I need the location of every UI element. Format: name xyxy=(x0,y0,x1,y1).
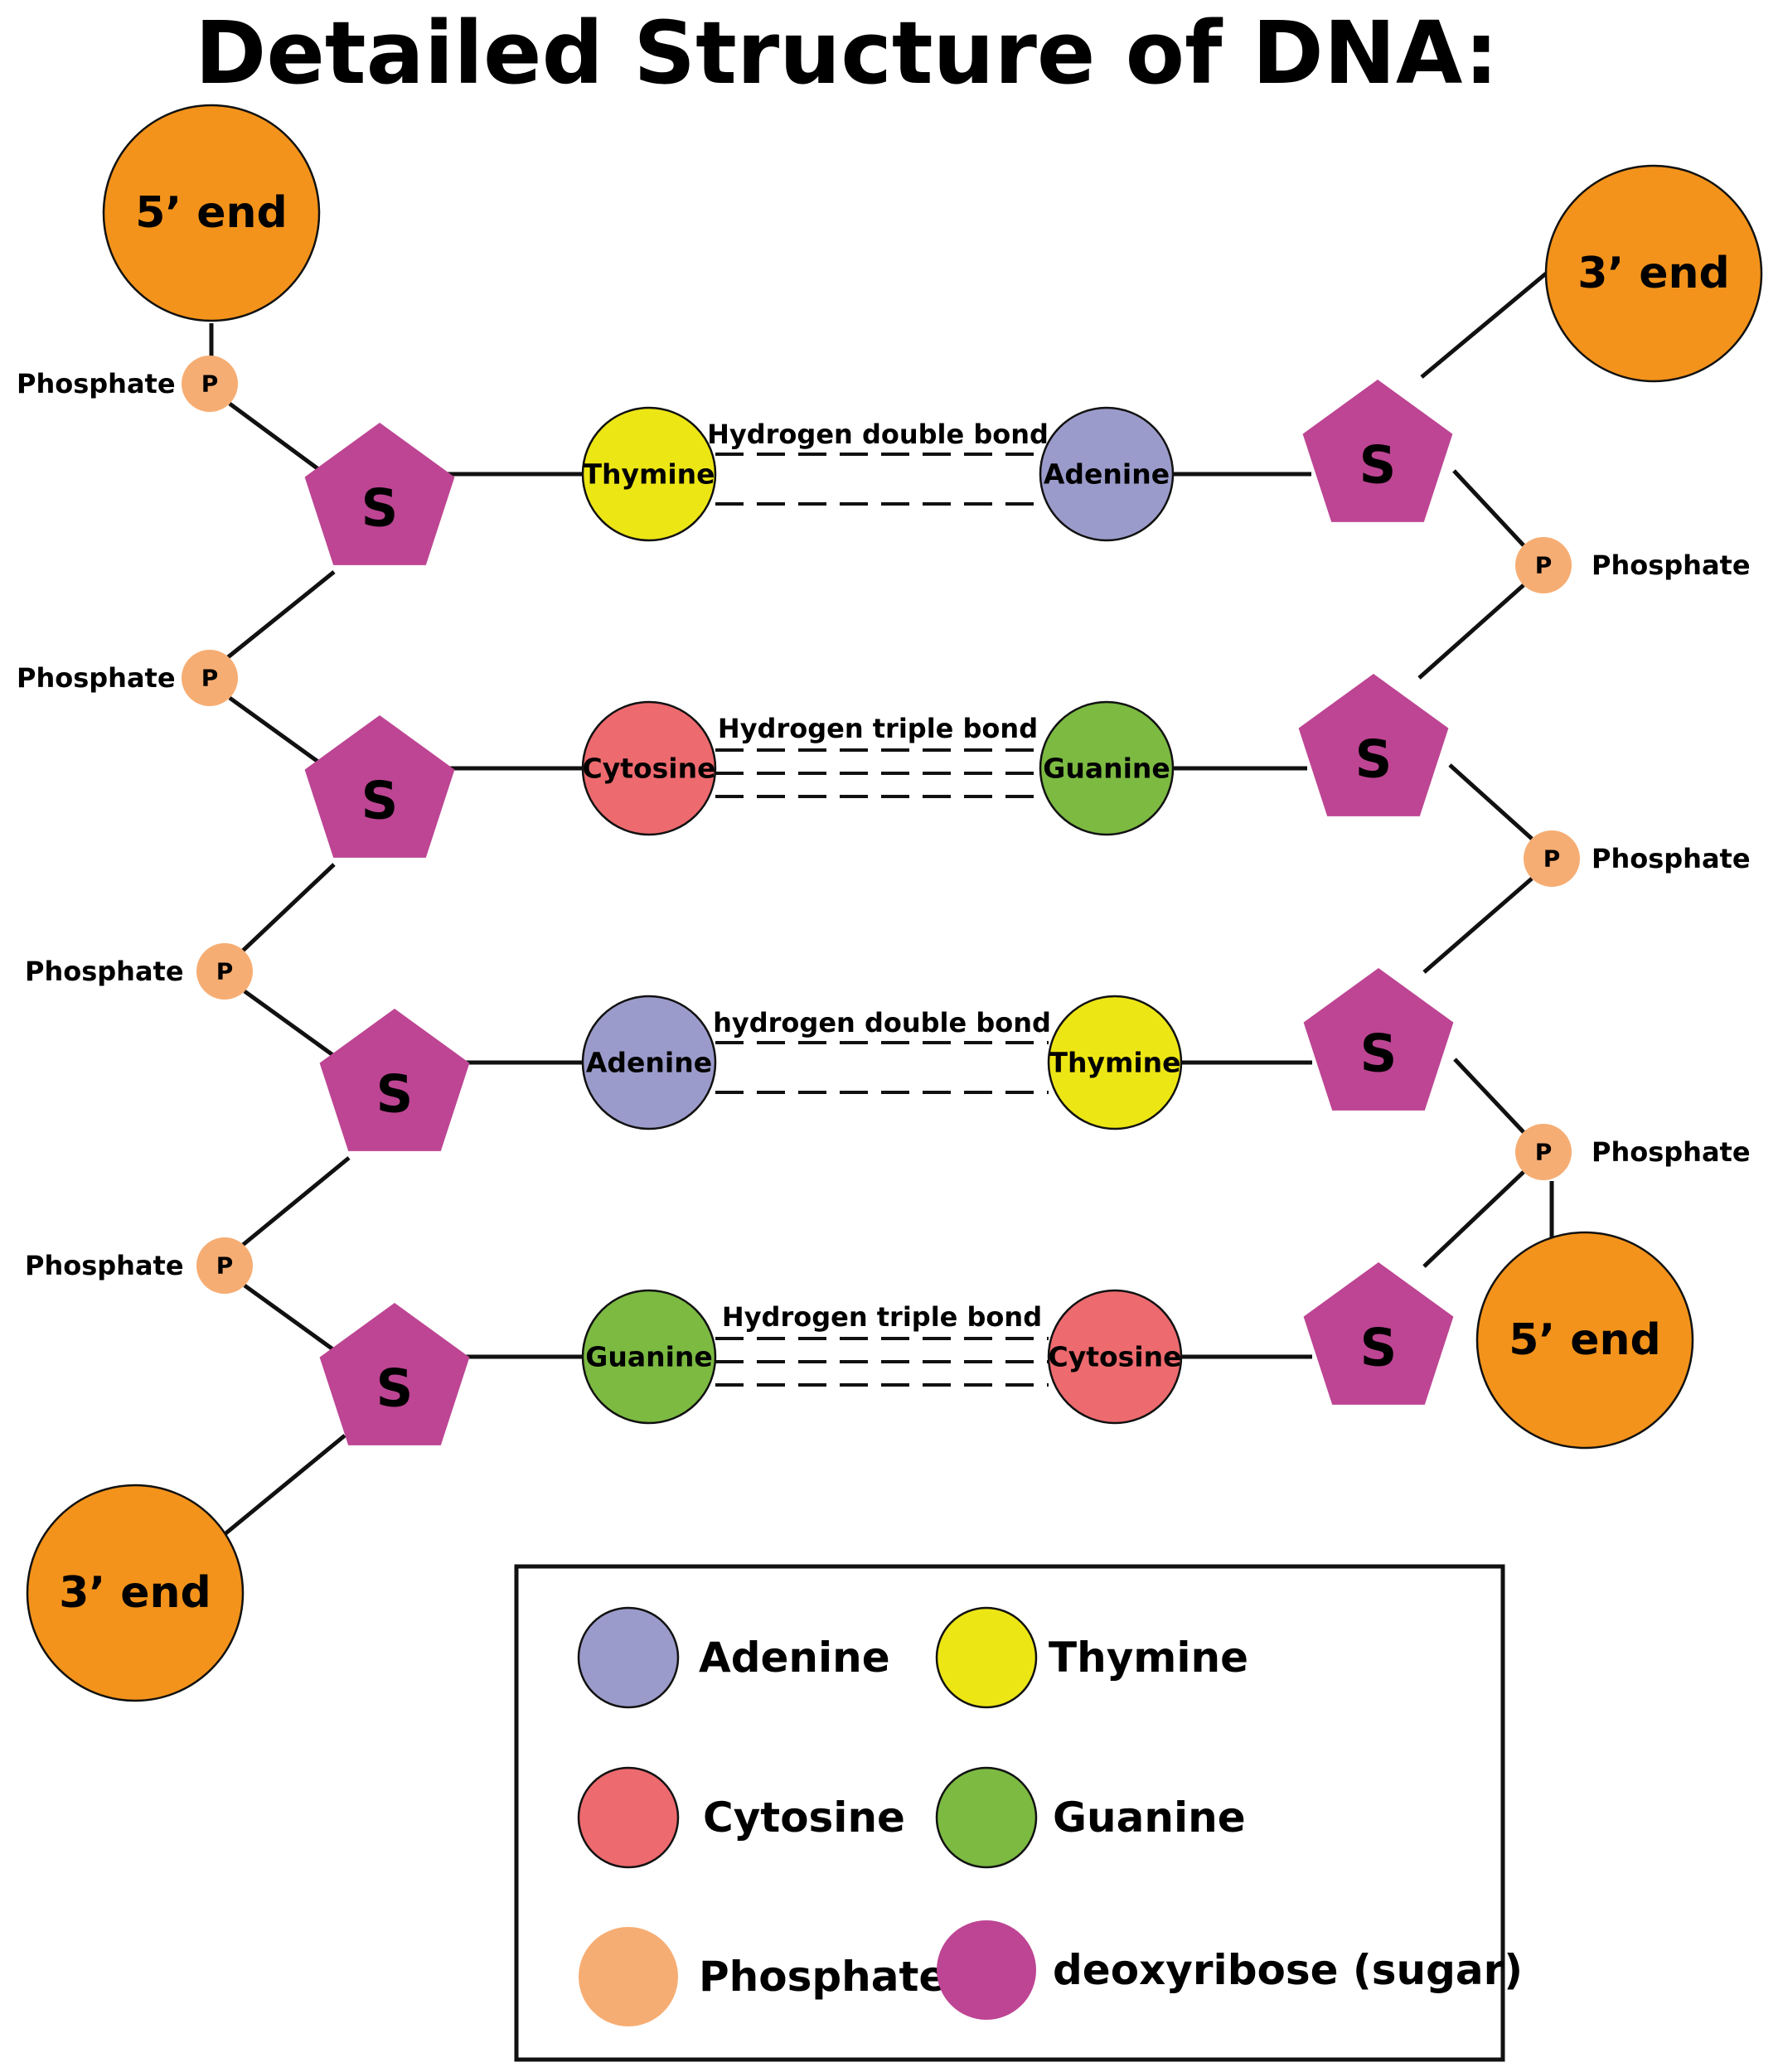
base-label: Adenine xyxy=(586,1047,712,1079)
base-label: Adenine xyxy=(1044,458,1170,491)
line-phosphate-to-sugar xyxy=(243,989,351,1069)
line-phosphate-to-sugar xyxy=(1417,583,1525,680)
base-circle-right xyxy=(1039,406,1175,542)
end-label: 5’ end xyxy=(135,188,288,238)
line-phosphate-to-sugar xyxy=(243,1283,351,1363)
line-sugar-to-phosphate xyxy=(1452,469,1525,547)
legend-box xyxy=(514,1564,1505,2062)
five-prime-end-top-left xyxy=(102,104,321,322)
phosphate-circle-right xyxy=(1524,830,1580,887)
base-circle-right xyxy=(1047,1289,1183,1425)
phosphate-side-label: Phosphate xyxy=(25,956,184,987)
sugar-pentagon-left xyxy=(319,1009,470,1151)
bond-label: Hydrogen triple bond xyxy=(718,713,1038,744)
legend-swatch-adenine xyxy=(577,1606,680,1709)
sugar-label: S xyxy=(1359,435,1397,496)
base-circle-left xyxy=(581,700,717,836)
line-phosphate-to-sugar xyxy=(1422,1170,1525,1268)
page-title: Detailed Structure of DNA: xyxy=(195,2,1499,104)
sugar-label: S xyxy=(1355,729,1393,790)
base-label: Cytosine xyxy=(1048,1341,1181,1373)
sugar-label: S xyxy=(376,1358,414,1419)
legend-swatch-thymine xyxy=(935,1606,1038,1709)
line-sugar-to-phosphate xyxy=(1453,1058,1525,1134)
base-circle-left xyxy=(581,995,717,1130)
five-prime-end-bottom-right xyxy=(1475,1231,1694,1450)
base-label: Cytosine xyxy=(582,753,715,785)
three-prime-end-top-right xyxy=(1544,164,1763,383)
phosphate-circle-right xyxy=(1515,537,1572,593)
line-sugar-to-phosphate xyxy=(1448,763,1533,840)
sugar-label: S xyxy=(361,478,399,539)
line-phosphate-to-sugar xyxy=(1422,877,1533,974)
sugar-pentagon-right xyxy=(1303,968,1454,1111)
sugar-pentagon-right xyxy=(1302,380,1453,522)
legend-label-adenine: Adenine xyxy=(699,1634,890,1682)
sugar-label: S xyxy=(376,1064,414,1125)
phosphate-p-label: P xyxy=(201,370,219,398)
base-label: Guanine xyxy=(1043,753,1170,785)
sugar-label: S xyxy=(361,771,399,831)
base-label: Thymine xyxy=(583,458,715,491)
base-circle-left xyxy=(581,1289,717,1425)
phosphate-side-label: Phosphate xyxy=(1592,843,1751,874)
legend-swatch-cytosine xyxy=(577,1766,680,1869)
bond-label: Hydrogen double bond xyxy=(707,419,1049,450)
base-circle-left xyxy=(581,406,717,542)
phosphate-p-label: P xyxy=(1543,845,1561,873)
three-prime-end-bottom-left xyxy=(26,1484,245,1702)
base-label: Thymine xyxy=(1049,1047,1180,1079)
legend-label-guanine: Guanine xyxy=(1053,1794,1246,1842)
phosphate-side-label: Phosphate xyxy=(17,662,176,694)
phosphate-circle-left xyxy=(182,356,238,412)
phosphate-p-label: P xyxy=(1535,552,1553,579)
base-circle-right xyxy=(1047,995,1183,1130)
legend-label-thymine: Thymine xyxy=(1049,1634,1248,1682)
legend-swatch-sugar xyxy=(937,1920,1036,2020)
line-sugar-to-3end xyxy=(1420,272,1548,379)
phosphate-side-label: Phosphate xyxy=(17,368,176,399)
sugar-label: S xyxy=(1360,1318,1398,1378)
legend-swatch-phosphate xyxy=(579,1927,678,2026)
sugar-pentagon-right xyxy=(1303,1262,1454,1405)
legend-label-phosphate: Phosphate xyxy=(699,1953,947,2001)
sugar-pentagon-right xyxy=(1298,674,1449,816)
phosphate-side-label: Phosphate xyxy=(25,1250,184,1281)
phosphate-p-label: P xyxy=(216,1252,234,1280)
phosphate-side-label: Phosphate xyxy=(1592,549,1751,581)
line-sugar-to-phosphate xyxy=(226,570,336,659)
legend-swatch-guanine xyxy=(935,1766,1038,1869)
sugar-label: S xyxy=(1360,1024,1398,1084)
sugar-pentagon-left xyxy=(319,1303,470,1445)
end-label: 5’ end xyxy=(1509,1315,1661,1365)
end-label: 3’ end xyxy=(59,1568,211,1618)
phosphate-side-label: Phosphate xyxy=(1592,1136,1751,1168)
phosphate-circle-right xyxy=(1515,1124,1572,1180)
sugar-pentagon-left xyxy=(304,423,455,565)
legend-label-cytosine: Cytosine xyxy=(703,1794,905,1842)
phosphate-p-label: P xyxy=(1535,1139,1553,1166)
line-sugar-to-phosphate xyxy=(241,1156,351,1247)
bond-label: hydrogen double bond xyxy=(713,1007,1051,1038)
backbone-lines xyxy=(209,272,1554,1537)
legend-label-sugar: deoxyribose (sugar) xyxy=(1053,1946,1523,1994)
phosphate-p-label: P xyxy=(216,958,234,985)
line-sugar-to-phosphate xyxy=(241,863,336,952)
base-label: Guanine xyxy=(585,1341,713,1373)
hydrogen-bond-lines xyxy=(715,453,1049,1387)
line-phosphate-to-sugar xyxy=(228,401,336,483)
end-label: 3’ end xyxy=(1577,249,1730,298)
sugar-pentagon-left xyxy=(304,715,455,858)
line-phosphate-to-sugar xyxy=(228,695,336,776)
line-sugar-to-3end xyxy=(222,1434,346,1537)
phosphate-p-label: P xyxy=(201,665,219,692)
base-circle-right xyxy=(1039,700,1175,836)
bond-label: Hydrogen triple bond xyxy=(722,1301,1042,1333)
phosphate-circle-left xyxy=(182,650,238,706)
phosphate-circle-left xyxy=(196,943,253,1000)
phosphate-circle-left xyxy=(196,1237,253,1294)
